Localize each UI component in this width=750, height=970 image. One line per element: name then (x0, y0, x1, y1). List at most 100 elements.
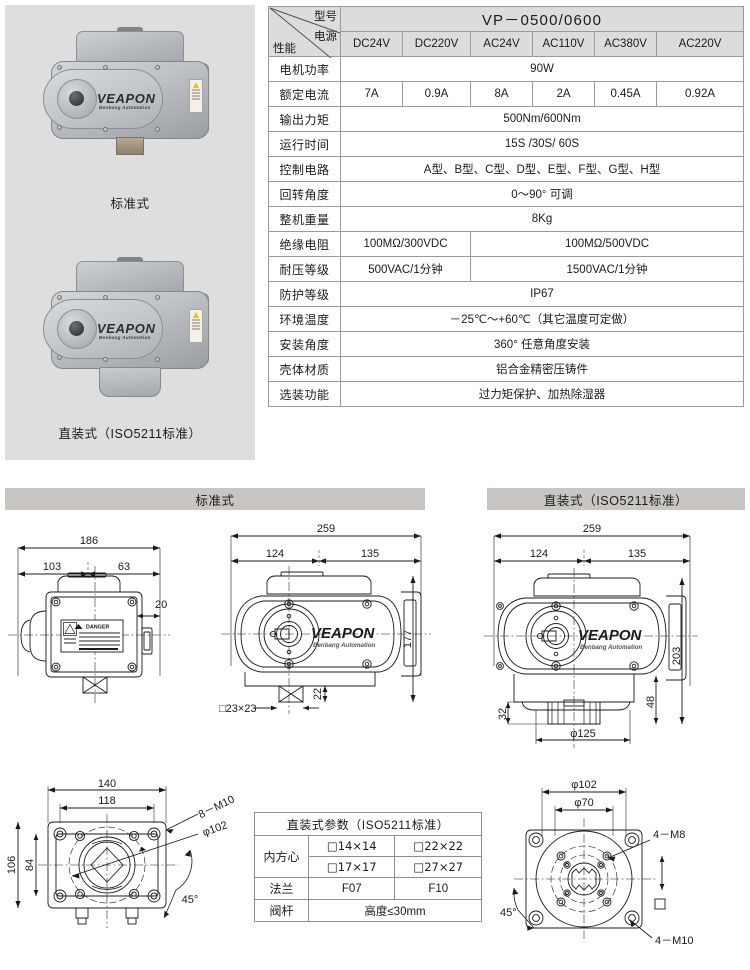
corner-model-label: 型号 (314, 11, 337, 23)
section-bar-standard-label: 标准式 (195, 493, 235, 508)
svg-text:VEAPON: VEAPON (578, 627, 643, 644)
product-photo-iso: VEAPON Benbang Automation 直装式（ISO5211标准） (5, 243, 255, 458)
iso-bore-27: □27×27 (394, 856, 482, 878)
actuator-warning-sticker (189, 79, 203, 113)
drawing-front-view-iso: 259 124 135 203 48 32 φ125 VEAPON Benban… (478, 516, 750, 786)
row-value-rotation-angle: 0～90° 可调 (340, 181, 744, 207)
iso-table-header-row: 直装式参数（ISO5211标准） (254, 812, 482, 836)
iso-table-row: □17×17 □27×27 (255, 856, 482, 878)
dim-103: 103 (43, 561, 61, 573)
actuator-brand-sublogo: Benbang Automation (99, 335, 151, 340)
table-row: 选装功能 过力矩保护、加热除湿器 (268, 381, 744, 407)
row-label-weight: 整机重量 (268, 206, 341, 232)
iso-bore-14: □14×14 (307, 835, 396, 857)
dim-48: 48 (645, 696, 657, 708)
actuator-output-stem (116, 137, 144, 155)
dim-259-iso: 259 (583, 523, 601, 535)
section-bar-iso-label: 直装式（ISO5211标准） (543, 493, 689, 508)
dim-106: 106 (6, 856, 18, 874)
actuator-top-cover (76, 31, 184, 65)
actuator-brand-sublogo: Benbang Automation (99, 105, 151, 110)
dim-square-23: □23×23 (219, 703, 257, 715)
rated-current-ac110v: 2A (532, 81, 595, 107)
iso-flange-f10: F10 (394, 877, 482, 900)
table-row: 整机重量 8Kg (268, 206, 744, 232)
screw-icon (103, 65, 108, 70)
iso-table-title: 直装式参数（ISO5211标准） (254, 812, 482, 836)
power-column-dc220v: DC220V (402, 31, 471, 57)
row-value-protection-class: IP67 (340, 281, 744, 307)
table-row: 回转角度 0～90° 可调 (268, 181, 744, 207)
row-value-control-circuit: A型、B型、C型、D型、E型、F型、G型、H型 (340, 156, 744, 182)
row-label-rated-current: 额定电流 (268, 81, 341, 107)
dim-20: 20 (155, 599, 167, 611)
row-label-housing-material: 壳体材质 (268, 356, 341, 382)
rated-current-ac24v: 8A (470, 81, 533, 107)
table-row: 防护等级 IP67 (268, 281, 744, 307)
table-row: 输出力矩 500Nm/600Nm (268, 106, 744, 132)
row-label-ambient-temperature: 环境温度 (268, 306, 341, 332)
rated-current-ac380v: 0.45A (594, 81, 657, 107)
dim-140: 140 (98, 778, 116, 790)
iso-flange-f07: F07 (307, 877, 396, 900)
row-label-insulation-resistance: 绝缘电阻 (268, 231, 341, 257)
corner-diagonal-lines (269, 7, 341, 59)
dim-phi102-flange: φ102 (571, 779, 597, 791)
dim-135-iso: 135 (628, 548, 646, 560)
svg-text:Benbang Automation: Benbang Automation (580, 644, 643, 651)
row-value-motor-power: 90W (340, 56, 744, 82)
row-value-mounting-angle: 360° 任意角度安装 (340, 331, 744, 357)
section-bar-standard: 标准式 (5, 488, 425, 510)
actuator-top-nub (117, 257, 143, 263)
row-label-rotation-angle: 回转角度 (268, 181, 341, 207)
power-column-ac110v: AC110V (532, 31, 595, 57)
insulation-resistance-low: 100MΩ/300VDC (340, 231, 471, 257)
dim-124: 124 (266, 548, 284, 560)
screw-icon (103, 295, 108, 300)
table-row: 运行时间 15S /30S/ 60S (268, 131, 744, 157)
row-label-running-time: 运行时间 (268, 131, 341, 157)
section-bar-iso: 直装式（ISO5211标准） (487, 488, 745, 510)
dim-177: 177 (402, 630, 414, 648)
dim-63: 63 (118, 561, 130, 573)
front-view-iso-logo: VEAPON Benbang Automation (578, 627, 643, 651)
row-value-ambient-temperature: －25℃～+60℃（其它温度可定做） (340, 306, 744, 332)
note-45deg: 45° (182, 894, 199, 906)
front-view-logo: VEAPON Benbang Automation (311, 625, 376, 649)
product-caption-iso: 直装式（ISO5211标准） (58, 427, 202, 441)
drawing-side-view: DANGER 186 103 63 20 (0, 516, 230, 766)
screw-icon (155, 127, 160, 132)
row-label-output-torque: 输出力矩 (268, 106, 341, 132)
power-column-ac220v: AC220V (656, 31, 744, 57)
product-photo-panel: VEAPON Benbang Automation 标准式 (5, 5, 255, 460)
rated-current-dc220v: 0.9A (402, 81, 471, 107)
screw-icon (57, 295, 62, 300)
row-value-output-torque: 500Nm/600Nm (340, 106, 744, 132)
dielectric-strength-high: 1500VAC/1分钟 (470, 256, 744, 282)
iso-label-flange: 法兰 (254, 877, 309, 900)
actuator-iso-mounting-flange (99, 367, 161, 397)
row-value-running-time: 15S /30S/ 60S (340, 131, 744, 157)
row-label-control-circuit: 控制电路 (268, 156, 341, 182)
actuator-manual-override-knob (69, 91, 84, 106)
dim-259: 259 (317, 523, 335, 535)
actuator-top-cover (76, 261, 184, 295)
specification-table: 型号 电源 性能 VP－0500/0600 DC24V DC220V AC24V… (268, 6, 744, 407)
table-header-row: 型号 电源 性能 VP－0500/0600 (268, 6, 744, 59)
dim-84: 84 (24, 859, 36, 871)
screw-icon (103, 127, 108, 132)
table-row: 额定电流 7A 0.9A 8A 2A 0.45A 0.92A (268, 81, 744, 107)
product-photo-standard: VEAPON Benbang Automation 标准式 (5, 13, 255, 228)
dim-phi70: φ70 (574, 797, 593, 809)
table-row: 环境温度 －25℃～+60℃（其它温度可定做） (268, 306, 744, 332)
note-8-m10: 8－M10 (197, 793, 237, 821)
power-column-ac380v: AC380V (594, 31, 657, 57)
iso5211-parameter-table: 直装式参数（ISO5211标准） 内方心 □14×14 □22×22 □17×1… (254, 812, 482, 922)
screw-icon (155, 65, 160, 70)
drawing-front-view-standard: 259 124 135 177 22 □23×23 VEAPON Benbang… (215, 516, 465, 766)
svg-text:DANGER: DANGER (86, 625, 109, 631)
screw-icon (155, 357, 160, 362)
dielectric-strength-low: 500VAC/1分钟 (340, 256, 471, 282)
table-row: 电机功率 90W (268, 56, 744, 82)
